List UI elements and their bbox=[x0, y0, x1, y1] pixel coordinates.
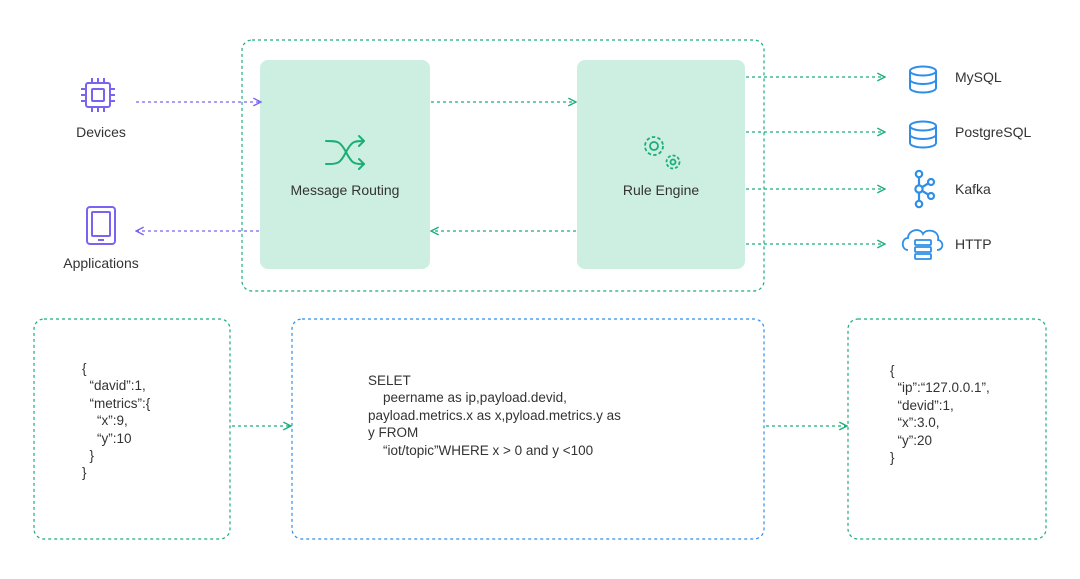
tablet-icon bbox=[86, 206, 116, 245]
applications-label: Applications bbox=[63, 255, 139, 271]
rule-engine-label: Rule Engine bbox=[623, 182, 699, 198]
input-json-panel bbox=[33, 318, 231, 540]
gears-icon bbox=[644, 136, 681, 170]
chip-icon bbox=[81, 78, 115, 112]
sql-panel bbox=[291, 318, 765, 540]
sql-query-code: SELET peername as ip,payload.devid, payl… bbox=[368, 373, 621, 458]
output-json-panel bbox=[847, 318, 1047, 540]
cloud-server-icon bbox=[901, 229, 944, 260]
devices-label: Devices bbox=[76, 124, 126, 140]
message-routing-box bbox=[260, 60, 430, 269]
shuffle-icon bbox=[325, 135, 365, 170]
http-label: HTTP bbox=[955, 236, 992, 252]
message-routing-label: Message Routing bbox=[291, 182, 400, 198]
rule-engine-box bbox=[577, 60, 745, 269]
database-icon bbox=[909, 120, 937, 149]
broker-container bbox=[241, 39, 765, 292]
kafka-icon bbox=[914, 169, 936, 209]
kafka-label: Kafka bbox=[955, 181, 991, 197]
input-json-code: { “david”:1, “metrics”:{ “x”:9, “y”:10 }… bbox=[82, 361, 151, 481]
mysql-label: MySQL bbox=[955, 69, 1002, 85]
output-json-code: { “ip”:“127.0.0.1”, “devid”:1, “x”:3.0, … bbox=[890, 363, 990, 466]
postgresql-label: PostgreSQL bbox=[955, 124, 1031, 140]
database-icon bbox=[909, 65, 937, 94]
